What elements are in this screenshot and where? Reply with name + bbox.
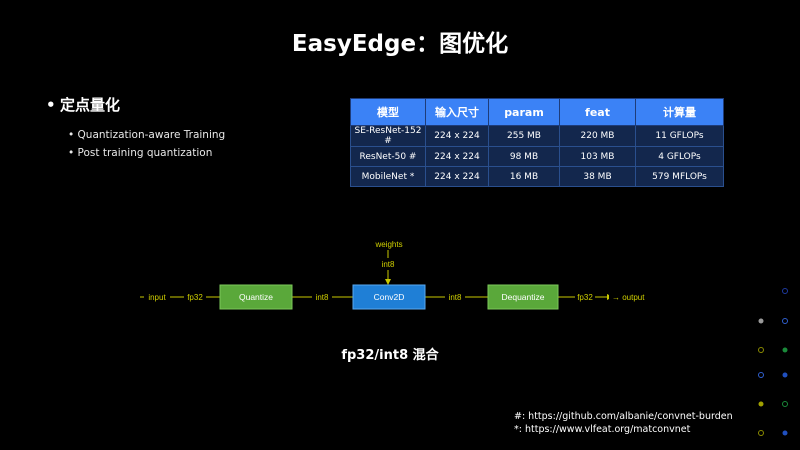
table-cell: SE-ResNet-152 # [350, 125, 426, 147]
table-cell: 103 MB [559, 146, 636, 167]
table-cell: 224 x 224 [425, 146, 489, 167]
conv2d-box [352, 284, 426, 310]
slide-title: EasyEdge：图优化 [291, 31, 509, 57]
dequantize-text: Dequantize [501, 292, 544, 302]
table-row: ResNet-50 # 224 x 224 98 MB 103 MB 4 GFL… [350, 146, 724, 167]
bullet-heading-text: 定点量化 [60, 96, 121, 114]
references: #: https://github.com/albanie/convnet-bu… [514, 410, 733, 436]
int8-label-a: int8 [316, 293, 329, 302]
table-row: SE-ResNet-152 # 224 x 224 255 MB 220 MB … [350, 125, 724, 147]
diagram-caption: fp32/int8 混合 [341, 348, 439, 363]
int8-weights-label: int8 [382, 260, 395, 269]
table-cell: 16 MB [488, 166, 560, 187]
decorative-dots [758, 288, 788, 436]
table-cell: 220 MB [559, 125, 636, 147]
sub-bullet-item: • Post training quantization [68, 147, 213, 159]
input-label: input [148, 293, 166, 302]
quantize-text: Quantize [239, 292, 273, 302]
table-cell: 224 x 224 [425, 166, 489, 187]
fp32-out-label: fp32 [577, 293, 593, 302]
table-cell: MobileNet * [350, 166, 426, 187]
table-header-row: 模型 输入尺寸 param feat 计算量 [350, 98, 724, 126]
table-cell: 4 GFLOPs [635, 146, 724, 167]
quantize-box [219, 284, 293, 310]
reference-link[interactable]: *: https://www.vlfeat.org/matconvnet [514, 424, 691, 435]
sub-bullet-item: • Quantization-aware Training [68, 129, 226, 141]
fp32-in-label: fp32 [187, 293, 203, 302]
int8-label-b: int8 [449, 293, 462, 302]
table-cell: 255 MB [488, 125, 560, 147]
bullet-heading: •定点量化 [46, 94, 120, 115]
output-label: → output [612, 293, 645, 302]
model-table: 模型 输入尺寸 param feat 计算量 SE-ResNet-152 # 2… [350, 98, 724, 187]
table-header-cell: 计算量 [635, 98, 724, 126]
table-cell: 579 MFLOPs [635, 166, 724, 187]
weights-label: weights [374, 240, 402, 249]
dequantize-box [487, 284, 559, 310]
table-cell: ResNet-50 # [350, 146, 426, 167]
table-header-cell: feat [559, 98, 636, 126]
table-cell: 38 MB [559, 166, 636, 187]
bullet-dot: • [46, 96, 56, 114]
table-row: MobileNet * 224 x 224 16 MB 38 MB 579 MF… [350, 166, 724, 187]
table-cell: 224 x 224 [425, 125, 489, 147]
conv2d-text: Conv2D [374, 292, 405, 302]
reference-link[interactable]: #: https://github.com/albanie/convnet-bu… [514, 411, 733, 422]
sub-bullet-list: • Quantization-aware Training • Post tra… [68, 126, 225, 162]
